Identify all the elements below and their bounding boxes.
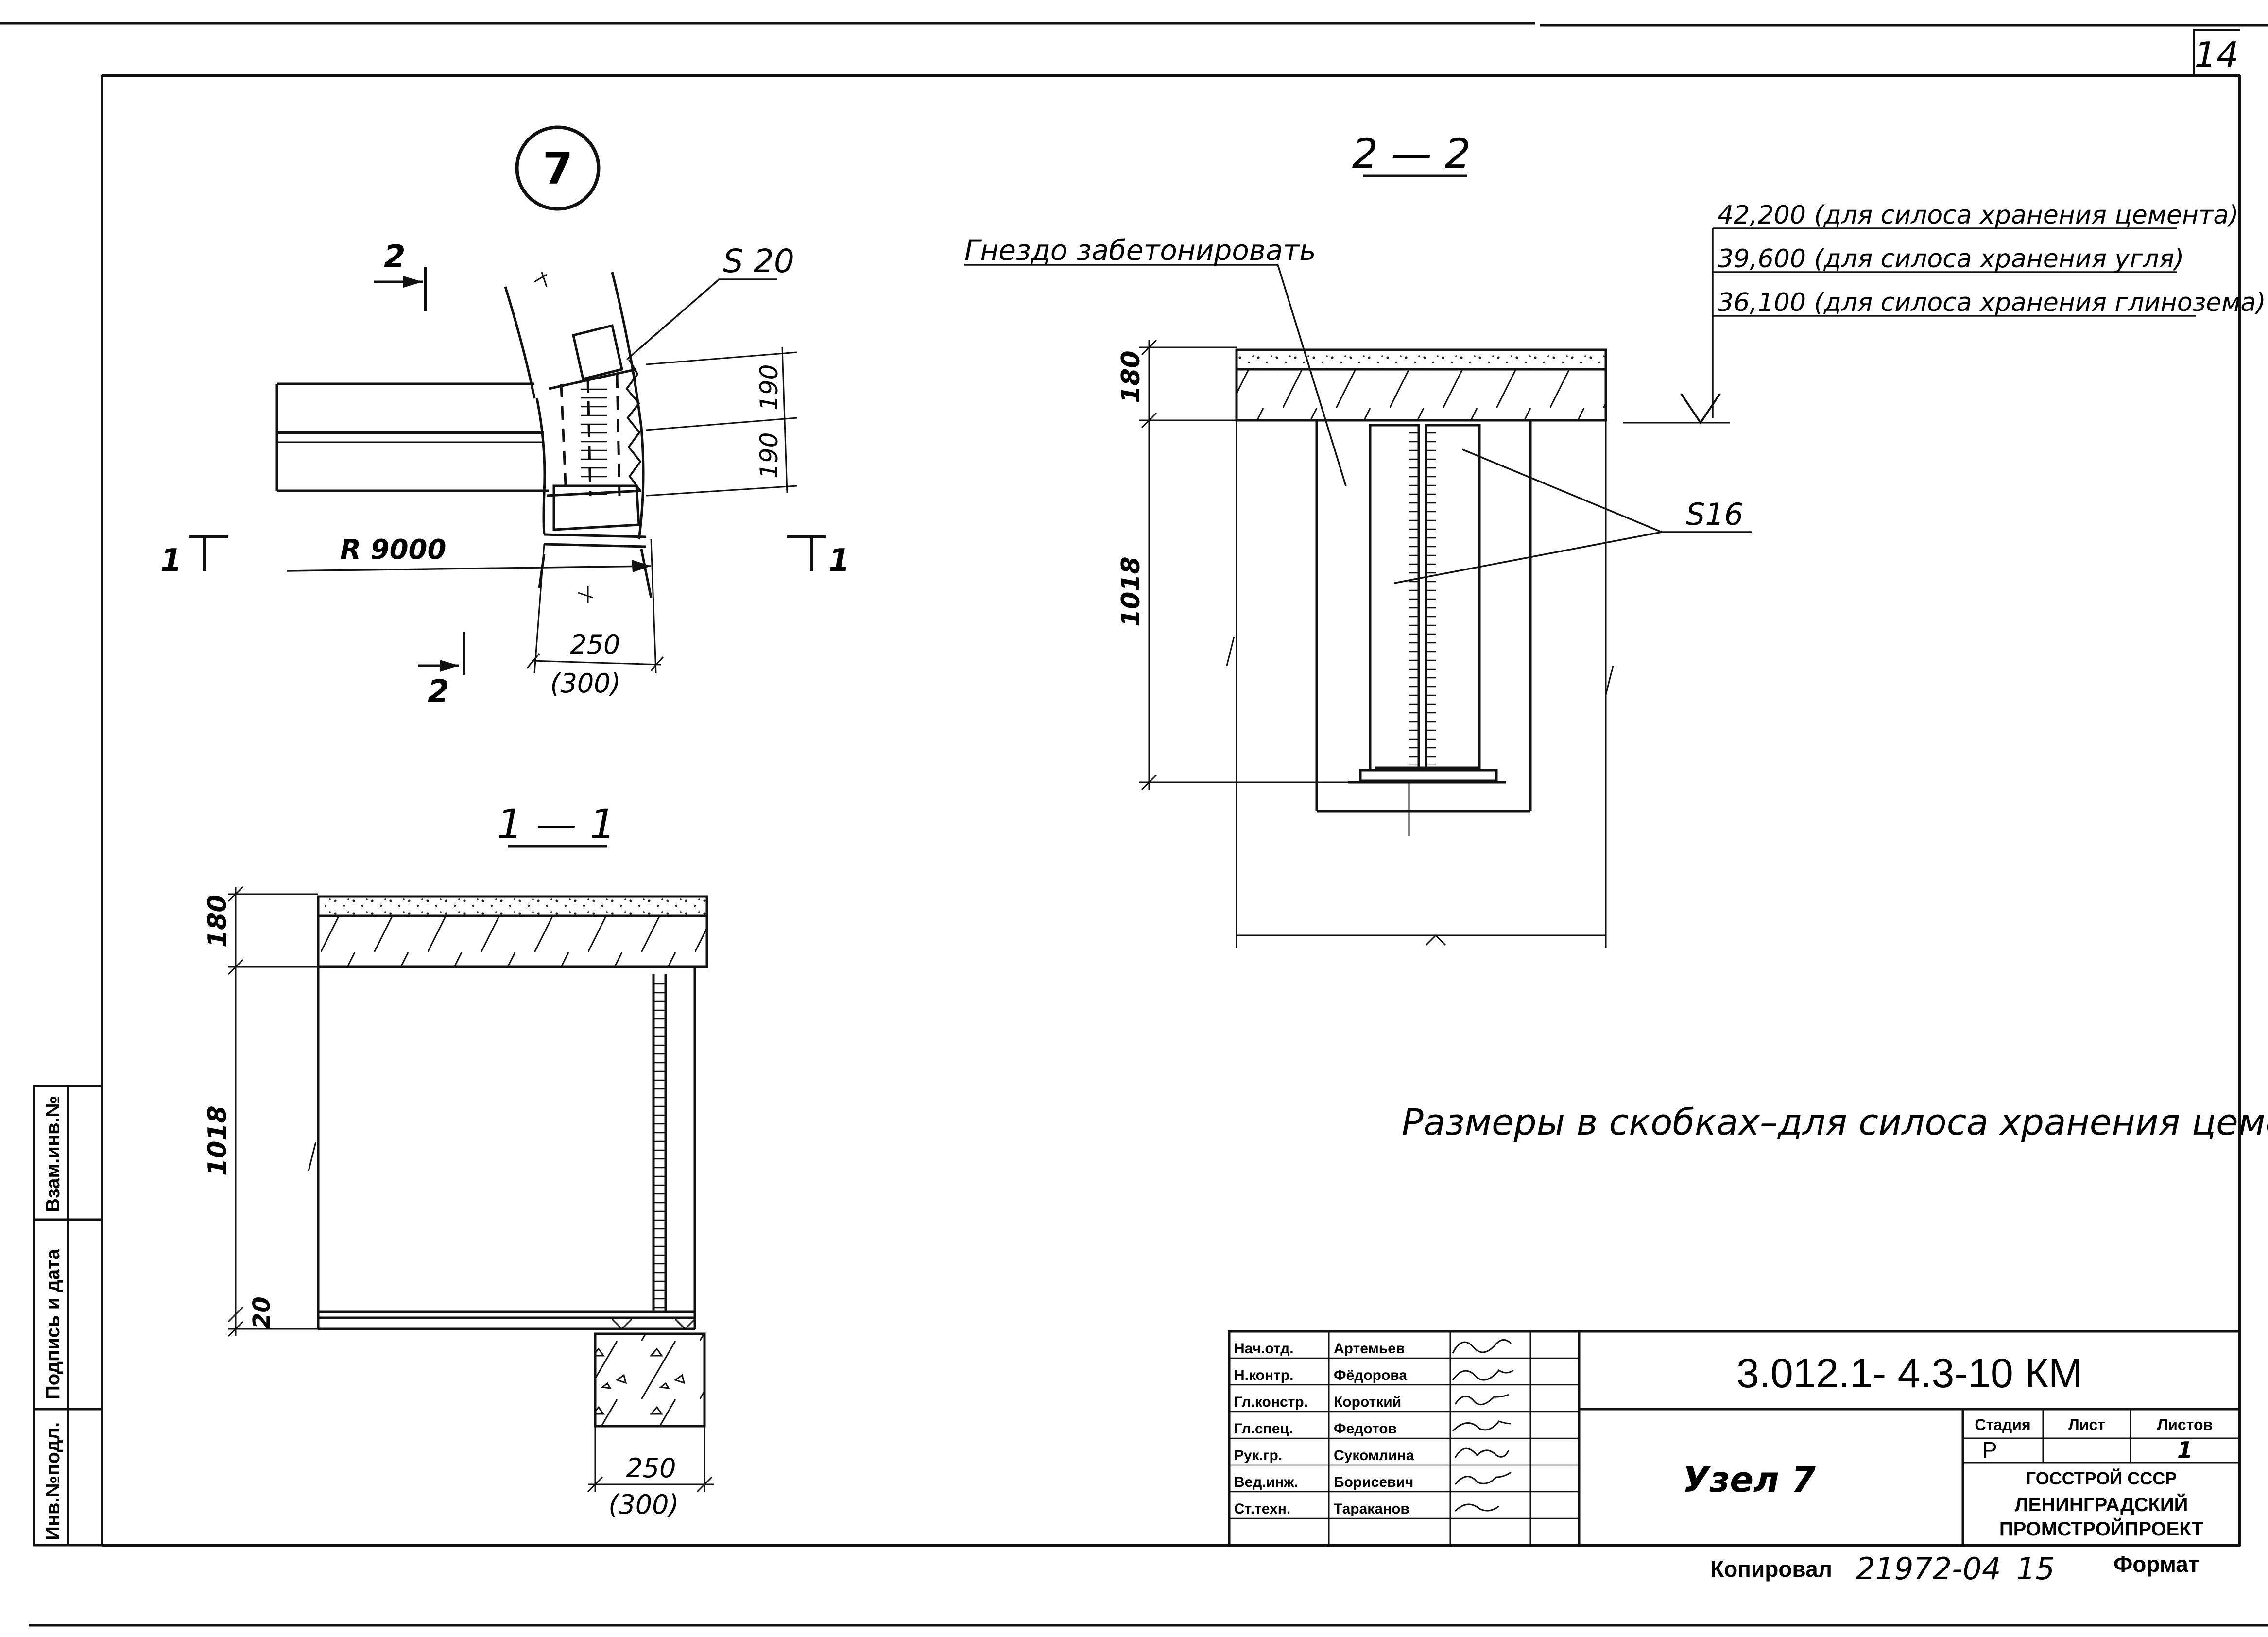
section11-dim-250: 250 bbox=[626, 1453, 676, 1483]
staff-role-1: Н.контр. bbox=[1234, 1367, 1293, 1383]
staff-name-2: Короткий bbox=[1334, 1394, 1401, 1410]
node7-weld-label: S 20 bbox=[723, 242, 794, 280]
general-note: Размеры в скобках–для силоса хранения це… bbox=[1402, 1102, 2268, 1143]
copied-by-label: Копировал bbox=[1710, 1556, 1832, 1582]
title-block-stage: Р bbox=[1982, 1437, 1997, 1463]
staff-name-5: Борисевич bbox=[1334, 1474, 1413, 1490]
node7-dim-250: 250 bbox=[570, 629, 620, 660]
copy-sheet: 15 bbox=[2016, 1551, 2055, 1586]
title-block-org-1: ГОССТРОЙ СССР bbox=[2026, 1468, 2177, 1488]
node7-dim-190b: 190 bbox=[755, 432, 783, 479]
staff-role-2: Гл.констр. bbox=[1234, 1394, 1308, 1410]
side-stamp-inv-podl: Инв.№подл. bbox=[42, 1422, 64, 1540]
section22-drawing bbox=[964, 227, 2196, 948]
section11-drawing bbox=[227, 886, 714, 1493]
node7-dim-190a: 190 bbox=[755, 364, 783, 411]
staff-name-0: Артемьев bbox=[1334, 1341, 1405, 1357]
title-block-org-3: ПРОМСТРОЙПРОЕКТ bbox=[1999, 1517, 2203, 1540]
node7-section-mark-left: 1 bbox=[160, 543, 182, 579]
node7-radius-label: R 9000 bbox=[340, 534, 446, 566]
staff-name-1: Фёдорова bbox=[1334, 1367, 1407, 1383]
copy-number: 21972-04 bbox=[1856, 1551, 2001, 1586]
staff-role-0: Нач.отд. bbox=[1234, 1341, 1294, 1357]
title-block-sheet-header: Лист bbox=[2068, 1416, 2105, 1433]
side-stamp-podpis-data: Подпись и дата bbox=[42, 1248, 64, 1399]
section22-weld-label: S16 bbox=[1686, 497, 1743, 532]
section22-elevation-1: 42,200 (для силоса хранения цемента) bbox=[1718, 201, 2238, 230]
section22-elevation-2: 39,600 (для силоса хранения угля) bbox=[1718, 244, 2184, 274]
format-label: Формат bbox=[2113, 1551, 2199, 1577]
node7-section-mark-right: 1 bbox=[828, 543, 850, 579]
node7-badge-circle bbox=[515, 125, 601, 211]
section22-elevation-3: 36,100 (для силоса хранения глинозема) bbox=[1718, 288, 2266, 317]
title-block-sheets-header: Листов bbox=[2157, 1416, 2213, 1433]
section22-dim-1018: 1018 bbox=[1117, 556, 1146, 627]
staff-role-4: Рук.гр. bbox=[1234, 1447, 1282, 1464]
staff-role-6: Ст.техн. bbox=[1234, 1501, 1290, 1517]
title-block-sheet-title: Узел 7 bbox=[1683, 1459, 1816, 1500]
title-block-org-2: ЛЕНИНГРАДСКИЙ bbox=[2015, 1493, 2188, 1516]
staff-name-3: Федотов bbox=[1334, 1421, 1397, 1437]
node7-dim-300: (300) bbox=[550, 668, 620, 699]
title-block-stage-header: Стадия bbox=[1975, 1416, 2030, 1433]
node7-section-mark-bottom: 2 bbox=[428, 674, 449, 710]
section22-dim-180: 180 bbox=[1117, 350, 1146, 403]
title-block-sheets: 1 bbox=[2177, 1437, 2193, 1463]
section11-dim-1018: 1018 bbox=[203, 1105, 232, 1176]
section11-dim-20: 20 bbox=[248, 1296, 275, 1329]
section11-dim-180: 180 bbox=[203, 895, 232, 948]
sheet-frame bbox=[0, 22, 2268, 1627]
staff-role-5: Вед.инж. bbox=[1234, 1474, 1298, 1490]
section22-note-fill: Гнездо забетонировать bbox=[964, 234, 1316, 267]
side-stamp bbox=[33, 1085, 103, 1547]
section11-dim-300: (300) bbox=[608, 1489, 679, 1520]
node7-plan bbox=[189, 267, 826, 675]
section11-title: 1 — 1 bbox=[497, 800, 616, 848]
side-stamp-vzam-inv: Взам.инв.№ bbox=[42, 1096, 64, 1212]
section22-title: 2 — 2 bbox=[1352, 130, 1471, 177]
node7-section-mark-top: 2 bbox=[384, 239, 406, 275]
staff-name-4: Сукомлина bbox=[1334, 1447, 1414, 1464]
staff-role-3: Гл.спец. bbox=[1234, 1421, 1293, 1437]
page-number: 14 bbox=[2194, 34, 2239, 75]
node7-badge: 7 bbox=[543, 143, 573, 194]
staff-name-6: Тараканов bbox=[1334, 1501, 1409, 1517]
title-block bbox=[1228, 1330, 2241, 1547]
title-block-designation: 3.012.1- 4.3-10 КМ bbox=[1736, 1350, 2082, 1396]
